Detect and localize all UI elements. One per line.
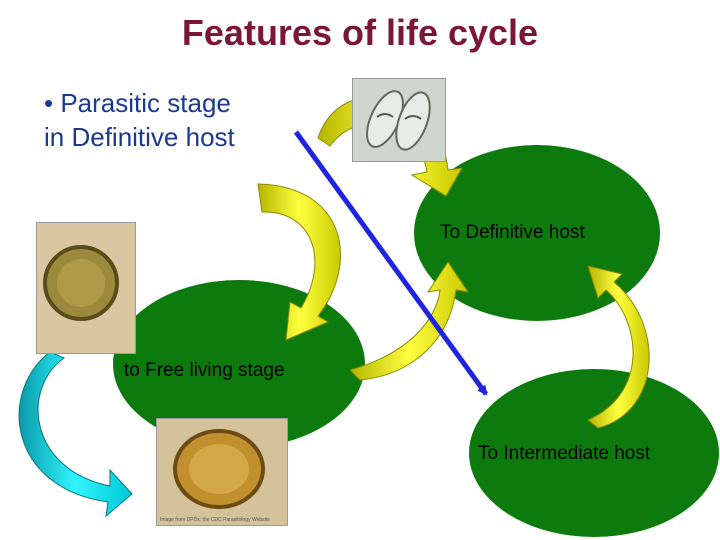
label-free-living: to Free living stage <box>124 360 285 381</box>
image-credit: Image from DPDx: the CDC Parasitology We… <box>160 517 270 523</box>
bullet-line-1: Parasitic stage <box>60 88 231 118</box>
arrow-free-to-definitive <box>349 261 470 381</box>
bullet-line-2: in Definitive host <box>44 122 235 152</box>
bullet-marker: • <box>44 88 54 118</box>
label-intermediate-host: To Intermediate host <box>478 443 651 464</box>
arrow-intermediate-to-definitive <box>587 265 650 429</box>
egg-micrograph-top <box>352 78 446 162</box>
arrow-to-free-living <box>257 183 341 341</box>
intermediate-host-ellipse <box>469 369 719 537</box>
blue-arrow-line <box>293 130 489 396</box>
arrow-cyan-return <box>18 351 133 518</box>
egg-micrograph-bottom: Image from DPDx: the CDC Parasitology We… <box>156 418 288 526</box>
egg-micrograph-left <box>36 222 136 354</box>
label-definitive-host: To Definitive host <box>440 222 585 243</box>
slide-title: Features of life cycle <box>181 12 539 53</box>
bullet-text: • Parasitic stage in Definitive host <box>44 86 235 154</box>
